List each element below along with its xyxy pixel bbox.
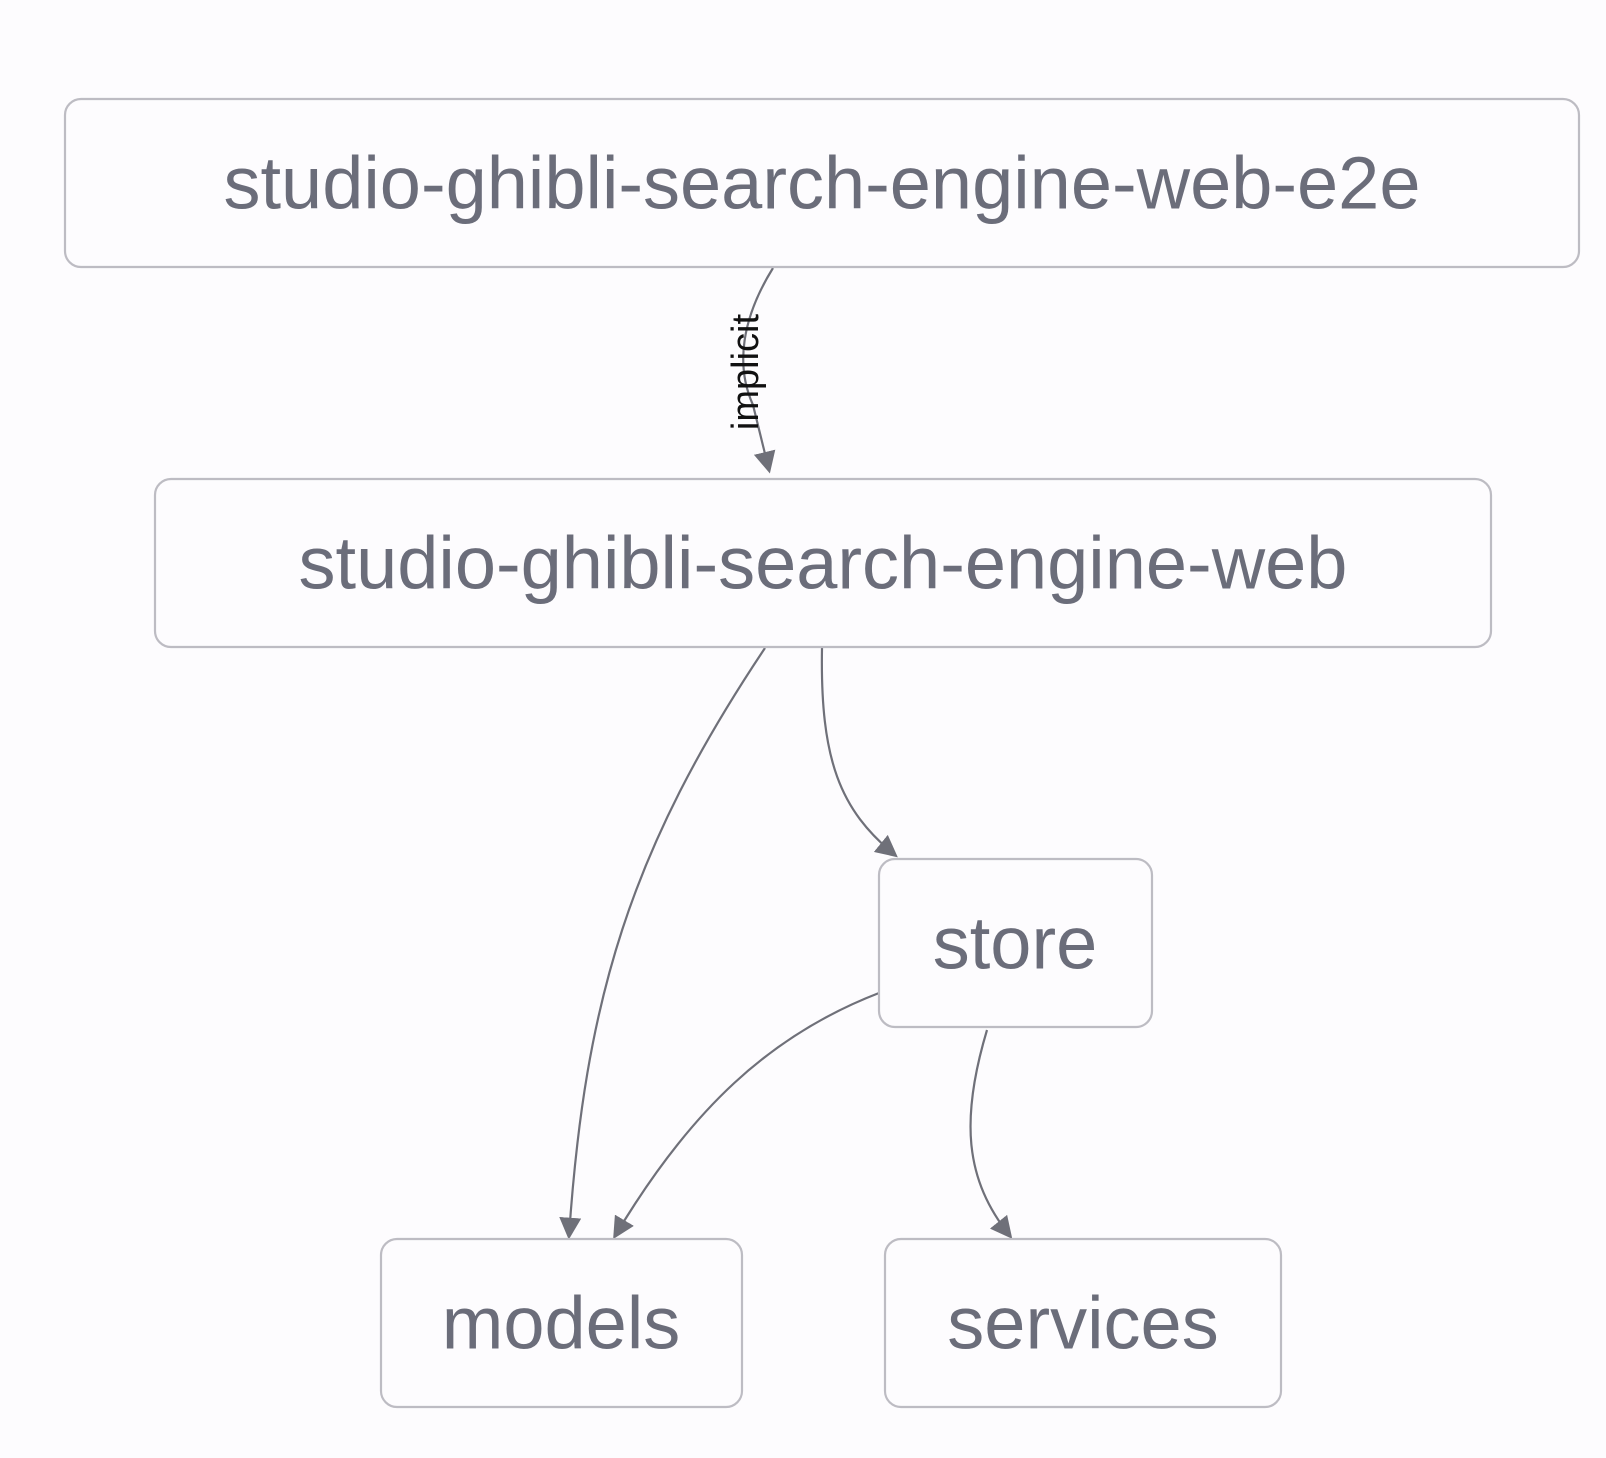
node-label-models: models: [442, 1282, 681, 1365]
node-models[interactable]: models: [379, 1237, 744, 1409]
edge-path-store-to-services: [969, 1029, 1013, 1239]
node-label-web: studio-ghibli-search-engine-web: [299, 522, 1348, 605]
node-services[interactable]: services: [883, 1237, 1283, 1409]
edge-path-web-to-store: [820, 647, 898, 858]
node-label-e2e: studio-ghibli-search-engine-web-e2e: [223, 142, 1420, 225]
edge-path-e2e-to-web: [742, 267, 776, 474]
edge-label-implicit: implicit: [725, 314, 767, 431]
node-box-store: [877, 857, 1154, 1029]
edge-e2e-to-web: implicit: [725, 267, 776, 474]
edge-web-to-models: [559, 647, 766, 1240]
node-e2e[interactable]: studio-ghibli-search-engine-web-e2e: [63, 97, 1581, 269]
edge-path-store-to-models: [613, 991, 880, 1240]
node-web[interactable]: studio-ghibli-search-engine-web: [153, 477, 1493, 649]
node-store[interactable]: store: [877, 857, 1154, 1029]
node-label-store: store: [933, 902, 1098, 985]
node-box-web: [153, 477, 1493, 649]
node-box-services: [883, 1237, 1283, 1409]
edge-web-to-store: [820, 647, 898, 858]
node-box-models: [379, 1237, 744, 1409]
edge-path-web-to-models: [559, 647, 766, 1240]
edge-store-to-services: [969, 1029, 1013, 1239]
node-label-services: services: [947, 1282, 1218, 1365]
edge-store-to-models: [613, 991, 880, 1240]
node-box-e2e: [63, 97, 1581, 269]
